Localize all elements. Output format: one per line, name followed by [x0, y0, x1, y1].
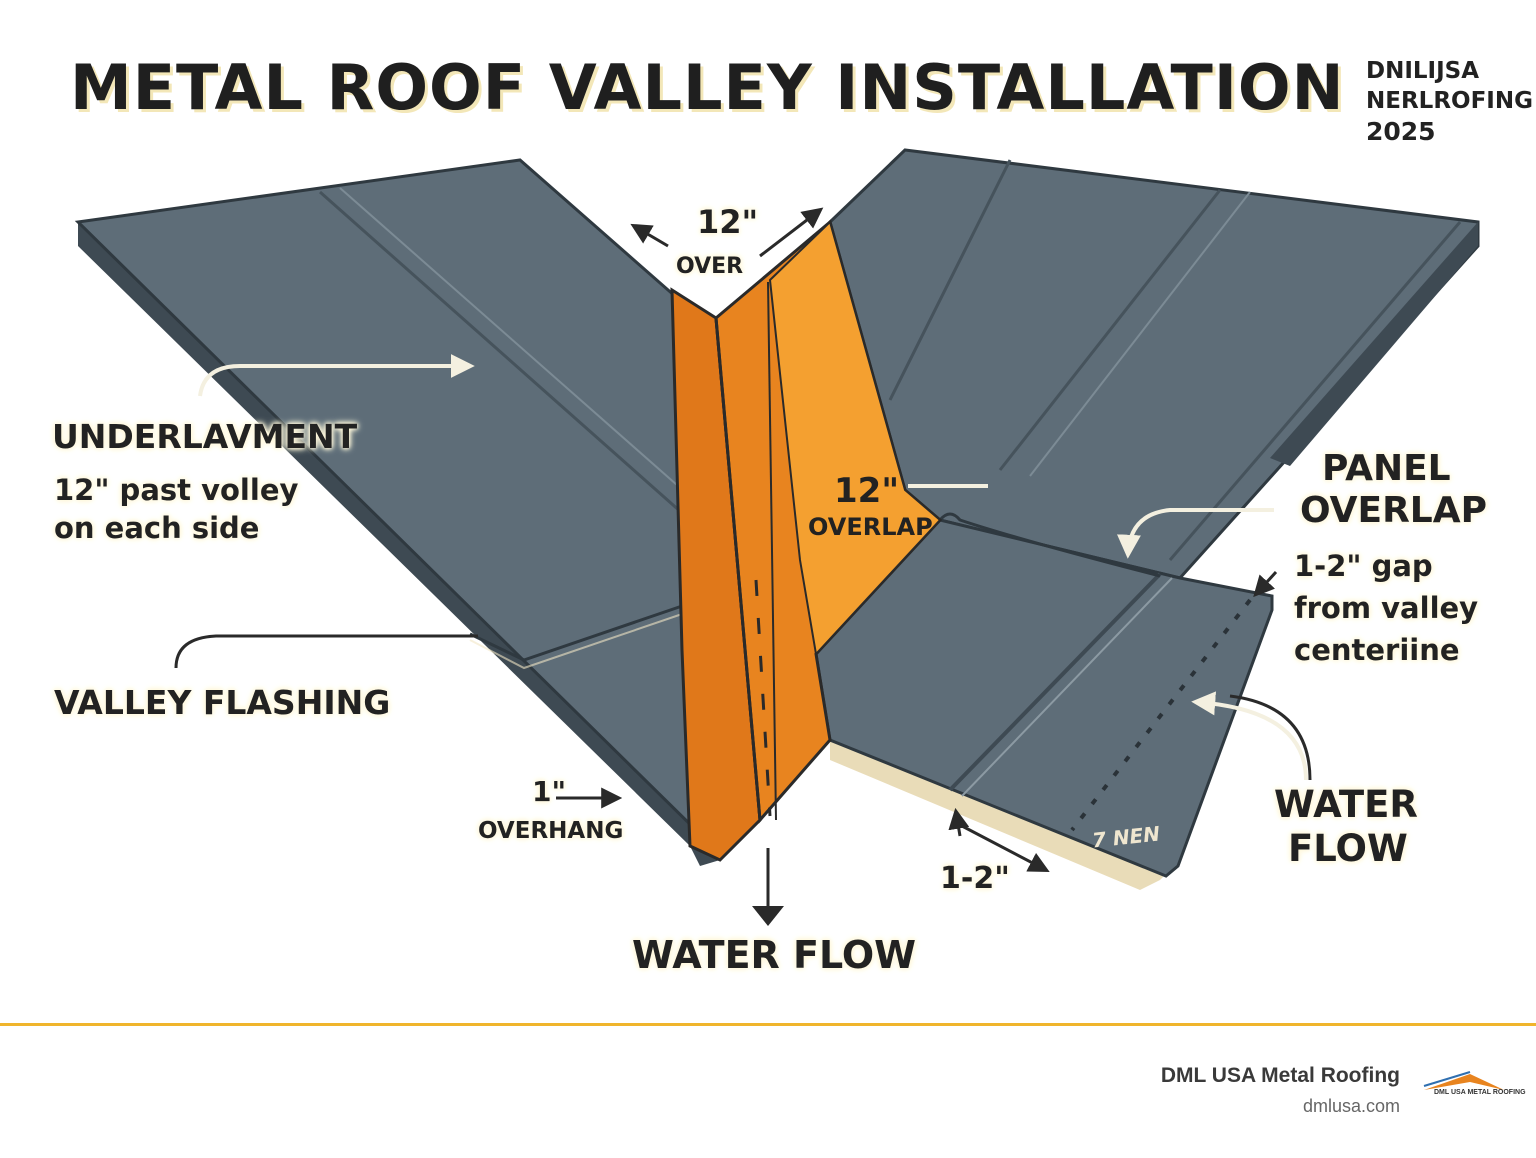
gap-line-2: from valley: [1294, 591, 1479, 625]
stamp-line-1: DNILIJSA: [1366, 58, 1480, 84]
bottom-dim-arrow-up: [948, 807, 970, 837]
overlap-word: OVERLAP: [808, 513, 933, 541]
valley-flashing-overlap-region: [768, 220, 942, 657]
right-seam-4: [1029, 191, 1251, 477]
right-lower-seam-2: [961, 577, 1173, 797]
top-dim-value: 12": [697, 203, 759, 241]
page-title: METAL ROOF VALLEY INSTALLATION: [70, 51, 1345, 124]
underlayment-leader: [198, 354, 475, 397]
water-flow-bottom-label: WATER FLOW: [632, 933, 917, 977]
top-dim-arrow-right: [759, 207, 824, 258]
left-lower-panel-edge-light: [469, 611, 689, 670]
water-flow-right-line-1: WATER: [1274, 783, 1418, 826]
gap-line-1: 1-2" gap: [1294, 549, 1433, 583]
right-seam-2: [998, 189, 1222, 471]
right-seam-1: [888, 159, 1012, 401]
gap-line-3: centeriine: [1294, 633, 1460, 667]
logo-roof-shape: [1424, 1074, 1504, 1090]
footer-logo-text: DML USA METAL ROOFING: [1434, 1089, 1526, 1096]
left-seam-1: [319, 190, 691, 522]
overhang-value: 1": [532, 775, 567, 808]
water-flow-right-line-2: FLOW: [1288, 827, 1408, 870]
gap-leader: [1253, 570, 1278, 598]
valley-crease: [714, 317, 762, 821]
panel-centerline-dashed: [1070, 598, 1252, 832]
top-dim-arrow-left: [630, 223, 669, 248]
top-dim-word: OVER: [676, 254, 744, 279]
panel-overlap-line-2: OVERLAP: [1300, 490, 1487, 531]
underlayment-title: UNDERLAVMENT: [52, 417, 358, 456]
underlayment-line-1: 12" past volley: [54, 473, 299, 507]
water-flow-down-arrowhead: [752, 906, 784, 926]
panel-overlap-leader: [1116, 508, 1274, 559]
stamp-line-2: NERLROFING: [1366, 88, 1533, 114]
right-upper-roof-edge: [1270, 222, 1478, 466]
left-lower-panel-edge: [469, 602, 689, 662]
right-seam-3: [1168, 221, 1462, 561]
stamp-line-3: 2025: [1366, 117, 1436, 146]
valley-flashing-leader: [174, 634, 478, 669]
right-lower-seam-1: [948, 572, 1162, 792]
underlayment-line-2: on each side: [54, 511, 260, 545]
left-roof-edge: [78, 222, 720, 866]
panel-overlap-rib: [938, 512, 1161, 578]
logo-roof-line: [1423, 1071, 1471, 1087]
right-lower-roof-edge: [830, 740, 1178, 890]
footer-divider: [0, 1023, 1536, 1026]
bottom-dim-arrow-right: [961, 824, 1050, 872]
water-flow-right-leader-outline: [1229, 694, 1312, 781]
overhang-word: OVERHANG: [478, 818, 624, 844]
panel-overlap-line-1: PANEL: [1322, 448, 1451, 489]
valley-flashing-label: VALLEY FLASHING: [54, 683, 391, 722]
bottom-dim-value: 1-2": [940, 861, 1010, 896]
overlap-value: 12": [834, 471, 900, 511]
water-flow-right-leader: [1191, 691, 1308, 781]
footer-company: DML USA Metal Roofing: [1160, 1064, 1400, 1087]
valley-centerline-dash: [754, 579, 772, 817]
valley-crease-2: [767, 281, 777, 821]
left-seam-2: [339, 187, 695, 501]
footer-url-link[interactable]: dmlusa.com: [1302, 1096, 1400, 1116]
